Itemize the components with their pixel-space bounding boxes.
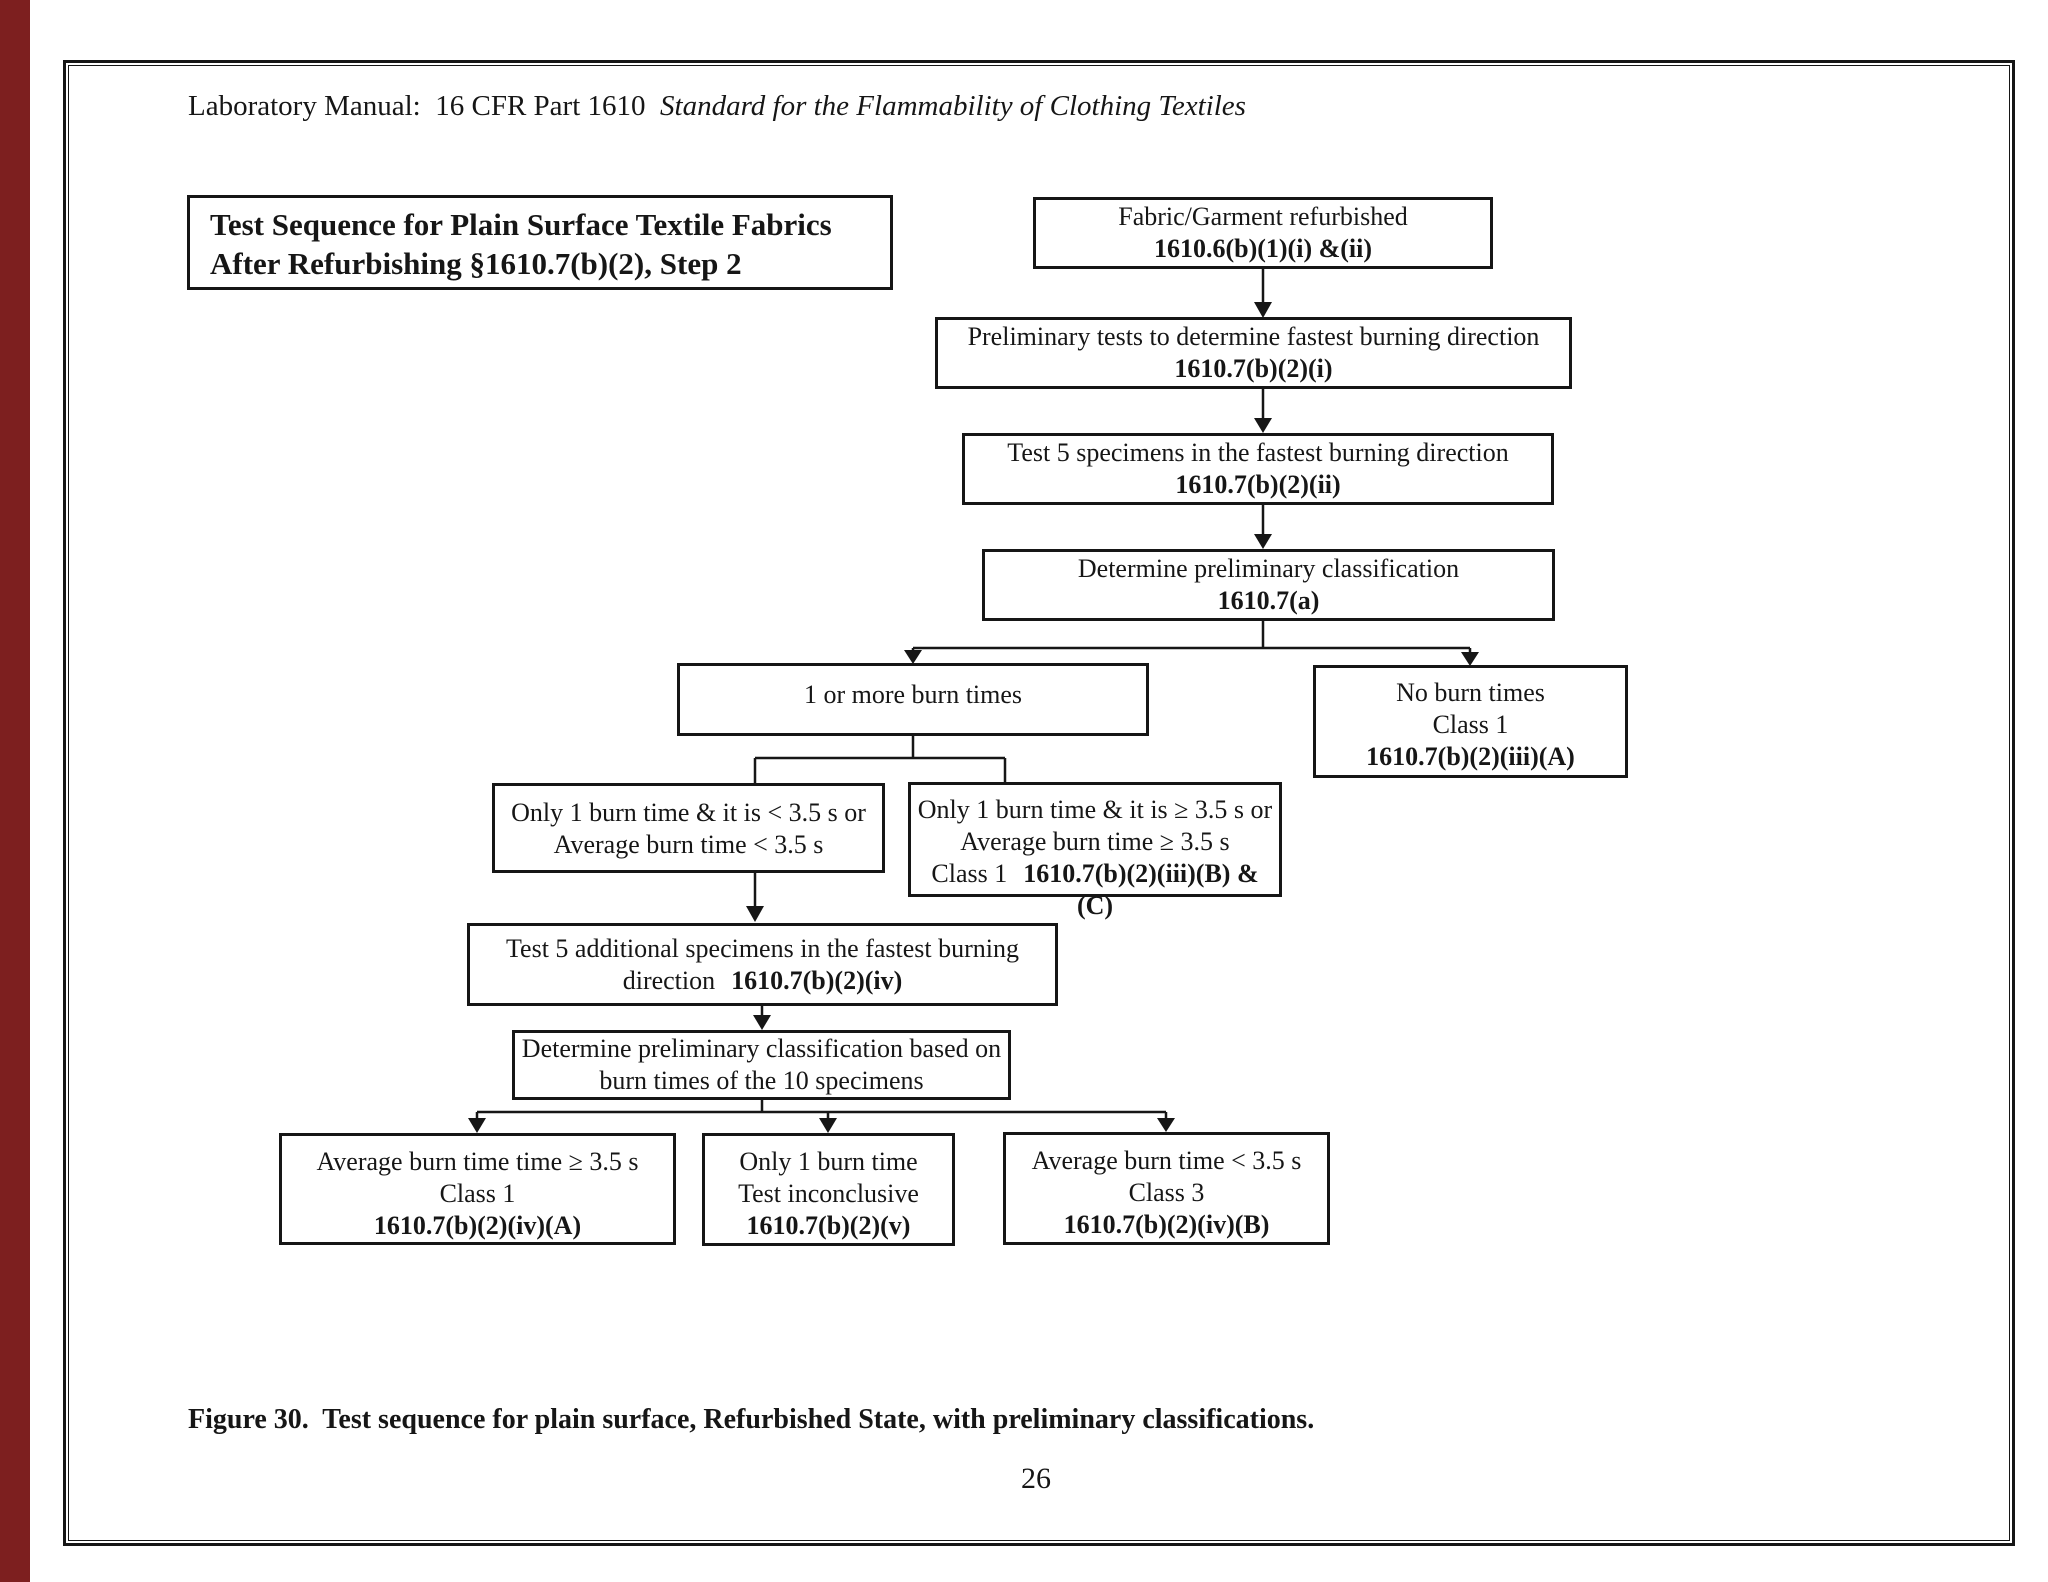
node-text: Only 1 burn time <box>739 1147 918 1176</box>
page-number: 26 <box>1021 1462 1051 1495</box>
node-text: Average burn time ≥ 3.5 s <box>960 827 1230 856</box>
node-text: No burn times <box>1396 678 1545 707</box>
node-ref: 1610.7(b)(2)(v) <box>746 1211 911 1240</box>
header-italic-text: Standard for the Flammability of Clothin… <box>660 90 1246 122</box>
node-ref: 1610.7(b)(2)(i) <box>1174 354 1333 383</box>
node-ref: 1610.7(b)(2)(iv)(A) <box>373 1211 582 1240</box>
node-one-or-more-burn-times: 1 or more burn times <box>677 663 1149 736</box>
node-text: Class 1 <box>1432 710 1509 739</box>
node-average-burn-time-ge-class1: Average burn time time ≥ 3.5 s Class 1 1… <box>279 1133 676 1245</box>
node-text: Preliminary tests to determine fastest b… <box>967 322 1540 351</box>
node-text: direction 1610.7(b)(2)(iv) <box>623 965 903 997</box>
node-ref: 1610.7(b)(2)(iii)(B) & (C) <box>1023 859 1259 920</box>
node-text: Average burn time < 3.5 s <box>553 830 824 859</box>
node-preliminary-tests: Preliminary tests to determine fastest b… <box>935 317 1572 389</box>
node-ref: 1610.7(b)(2)(iv) <box>731 965 903 995</box>
node-direction-label: direction <box>622 965 716 995</box>
node-ref: 1610.6(b)(1)(i) &(ii) <box>1153 234 1373 263</box>
running-header: Laboratory Manual: 16 CFR Part 1610 Stan… <box>188 90 1246 123</box>
node-test-5-specimens: Test 5 specimens in the fastest burning … <box>962 433 1554 505</box>
node-class-label: Class 1 <box>931 859 1008 888</box>
node-fabric-garment-refurbished: Fabric/Garment refurbished 1610.6(b)(1)(… <box>1033 197 1493 269</box>
figure-title-line2: After Refurbishing §1610.7(b)(2), Step 2 <box>210 246 742 281</box>
node-text: Test inconclusive <box>738 1179 919 1208</box>
node-text: Determine preliminary classification <box>1077 554 1460 583</box>
node-ref: 1610.7(b)(2)(iii)(A) <box>1366 742 1575 771</box>
page-border-frame <box>63 60 2015 1546</box>
node-average-burn-time-lt-class3: Average burn time < 3.5 s Class 3 1610.7… <box>1003 1132 1330 1245</box>
node-text: Test 5 additional specimens in the faste… <box>505 933 1020 963</box>
node-text: burn times of the 10 specimens <box>599 1066 924 1095</box>
node-text: Fabric/Garment refurbished <box>1118 202 1408 231</box>
figure-title-line1: Test Sequence for Plain Surface Textile … <box>210 207 832 242</box>
binding-edge-strip <box>0 0 30 1582</box>
node-only-one-burn-time-lt: Only 1 burn time & it is < 3.5 s or Aver… <box>492 783 885 873</box>
node-test-5-additional-specimens: Test 5 additional specimens in the faste… <box>467 923 1058 1006</box>
figure-caption: Figure 30. Test sequence for plain surfa… <box>188 1404 1315 1435</box>
node-text: 1 or more burn times <box>803 680 1023 709</box>
node-text: Average burn time < 3.5 s <box>1031 1146 1302 1175</box>
node-text: Test 5 specimens in the fastest burning … <box>1007 438 1509 467</box>
node-text: Class 1 1610.7(b)(2)(iii)(B) & (C) <box>911 858 1279 922</box>
header-regular-text: Laboratory Manual: 16 CFR Part 1610 <box>188 90 661 122</box>
node-determine-classification-10-specimens: Determine preliminary classification bas… <box>512 1030 1011 1100</box>
node-text: Only 1 burn time & it is < 3.5 s or <box>511 798 866 827</box>
node-only-one-burn-time-inconclusive: Only 1 burn time Test inconclusive 1610.… <box>702 1133 955 1246</box>
node-ref: 1610.7(a) <box>1217 586 1320 615</box>
figure-title-box: Test Sequence for Plain Surface Textile … <box>187 195 893 290</box>
node-text: Only 1 burn time & it is ≥ 3.5 s or <box>917 795 1273 824</box>
node-no-burn-times-class1: No burn times Class 1 1610.7(b)(2)(iii)(… <box>1313 665 1628 778</box>
node-text: Class 3 <box>1128 1178 1205 1207</box>
node-text: Average burn time time ≥ 3.5 s <box>316 1147 639 1176</box>
node-ref: 1610.7(b)(2)(ii) <box>1175 470 1341 499</box>
node-ref: 1610.7(b)(2)(iv)(B) <box>1063 1210 1270 1239</box>
node-text: Class 1 <box>439 1179 516 1208</box>
node-only-one-burn-time-ge-class1: Only 1 burn time & it is ≥ 3.5 s or Aver… <box>908 782 1282 920</box>
node-text: Determine preliminary classification bas… <box>521 1034 1002 1063</box>
page-border-inner-line <box>68 65 2010 1541</box>
node-determine-preliminary-classification: Determine preliminary classification 161… <box>982 549 1555 621</box>
